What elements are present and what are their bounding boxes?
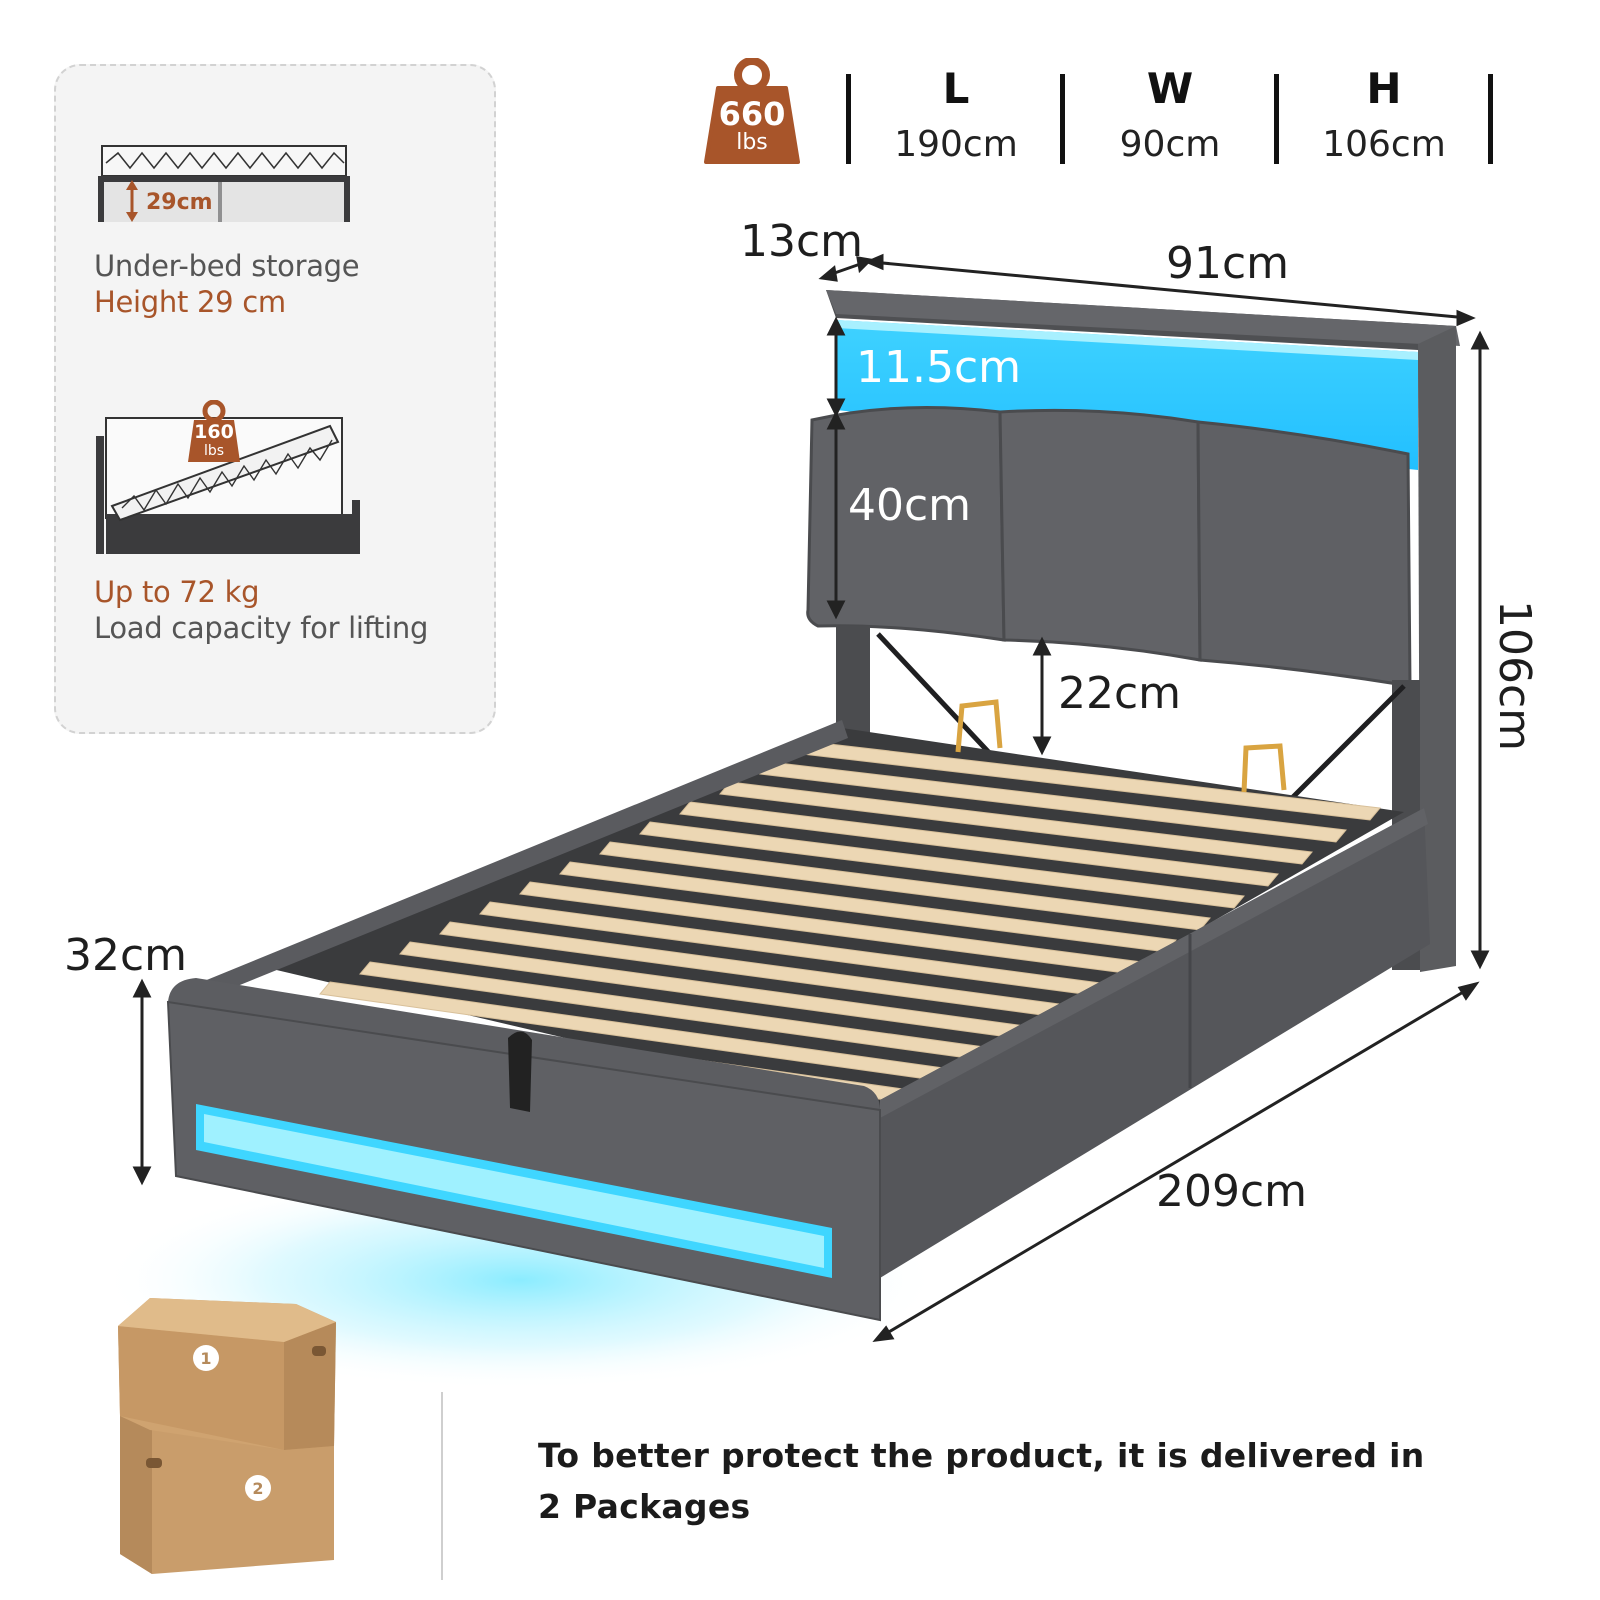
weight-icon [704, 58, 800, 164]
dim-total-length: 209cm [1156, 1166, 1308, 1217]
height-value: 106cm [1322, 124, 1446, 165]
package-label-2: 2 [252, 1479, 263, 1498]
lift-weight-value: 160 [194, 421, 234, 443]
lift-capacity-text: Up to 72 kg [94, 575, 260, 609]
width-value: 90cm [1119, 124, 1221, 165]
spec-divider [846, 74, 851, 164]
spec-divider [1060, 74, 1065, 164]
storage-height-text: Height 29 cm [94, 285, 286, 319]
length-letter: L [942, 64, 970, 113]
dim-cushion-height: 40cm [848, 480, 972, 531]
dim-frame-height: 32cm [64, 930, 188, 981]
storage-height-badge: 29cm [146, 190, 213, 215]
lift-weight-icon [188, 400, 240, 462]
dim-shelf-depth: 13cm [740, 216, 864, 267]
lift-weight-unit: lbs [203, 443, 225, 459]
dim-shelf-height: 11.5cm [856, 342, 1022, 393]
package-boxes [118, 1298, 336, 1574]
dim-total-height: 106cm [1489, 600, 1540, 752]
width-letter: W [1146, 64, 1194, 113]
package-label-1: 1 [200, 1349, 211, 1368]
dim-gap-height: 22cm [1058, 668, 1182, 719]
length-value: 190cm [894, 124, 1018, 165]
height-letter: H [1366, 64, 1402, 113]
spec-divider [1488, 74, 1493, 164]
lift-capacity-label: Load capacity for lifting [94, 611, 429, 645]
storage-illustration [98, 145, 350, 222]
weight-unit: lbs [736, 130, 768, 155]
dim-headboard-width: 91cm [1166, 238, 1290, 289]
delivery-note: To better protect the product, it is del… [538, 1436, 1425, 1526]
weight-value: 660 [718, 95, 786, 133]
storage-label: Under-bed storage [94, 249, 360, 283]
spec-divider [1274, 74, 1279, 164]
